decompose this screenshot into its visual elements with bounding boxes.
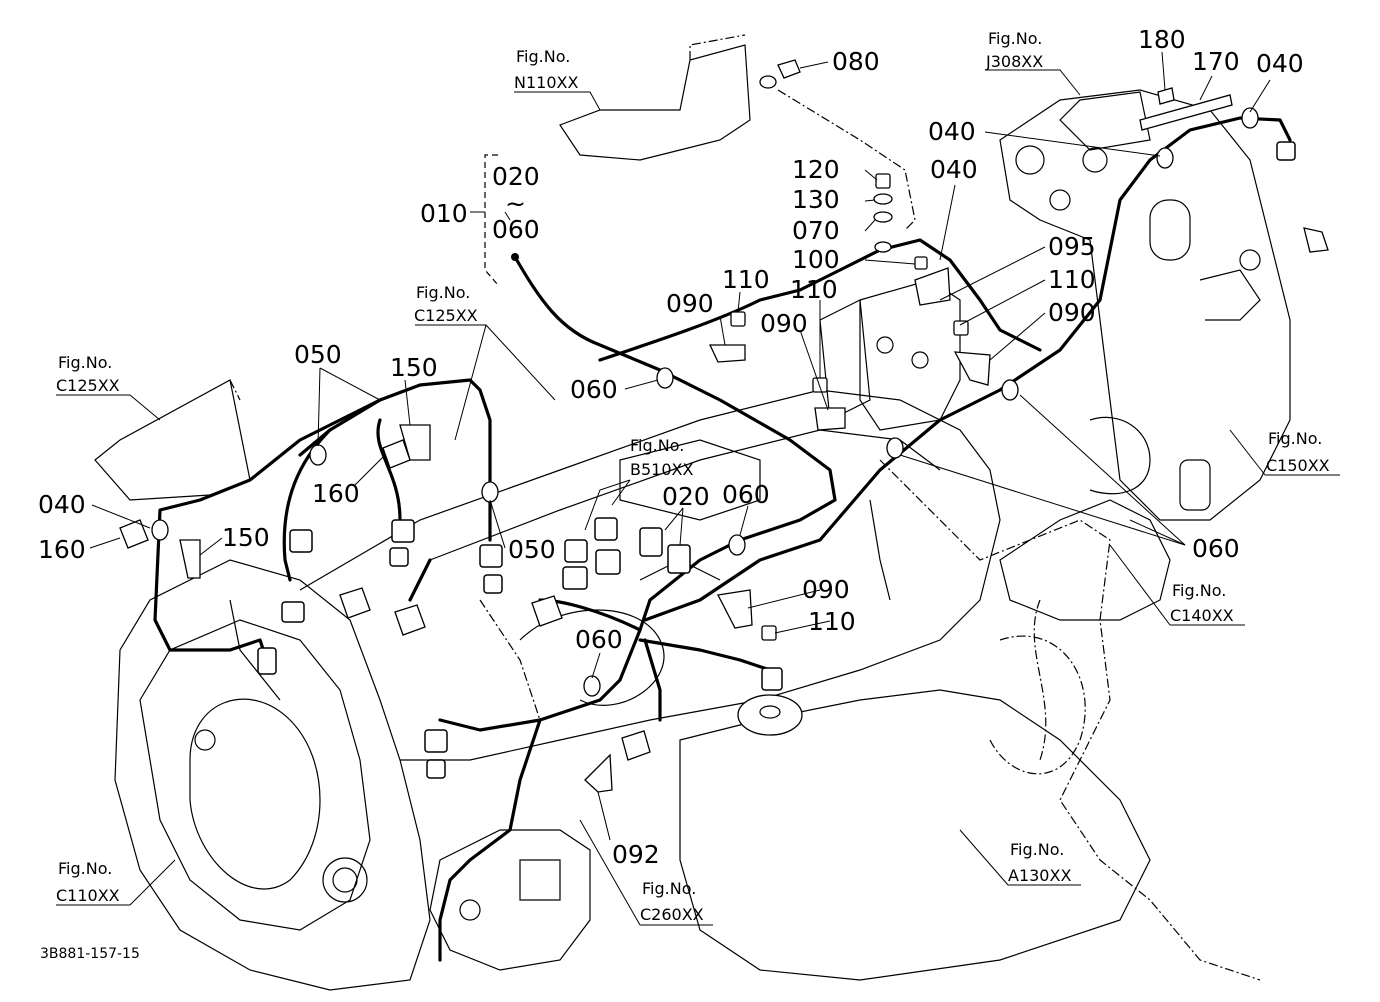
fig-ref-line1: Fig.No. (1172, 581, 1226, 600)
wiring-harness (153, 116, 1292, 962)
fig-ref-line1: Fig.No. (1268, 429, 1322, 448)
fig-ref-line2: B510XX (630, 460, 693, 479)
part-label: 060 (1192, 534, 1240, 563)
connectors (257, 141, 1296, 779)
fasteners (119, 59, 1329, 793)
part-label: 150 (390, 353, 438, 382)
part-label: 180 (1138, 25, 1186, 54)
fig-ref-line1: Fig.No. (516, 47, 570, 66)
fig-ref-line2: J308XX (985, 52, 1043, 71)
fig-ref-line1: Fig.No. (58, 353, 112, 372)
part-label: 092 (612, 840, 660, 869)
part-label: 160 (312, 479, 360, 508)
fig-ref-line1: Fig.No. (642, 879, 696, 898)
fig-ref-line2: N110XX (514, 73, 578, 92)
part-label: 060 (570, 375, 618, 404)
range-tilde: ~ (505, 189, 526, 218)
transmission-housing-drawing (94, 34, 1291, 991)
part-label: 040 (38, 490, 86, 519)
fig-ref-line2: C125XX (56, 376, 120, 395)
leader-lines (56, 51, 1340, 926)
part-label: 090 (760, 309, 808, 338)
part-label: 050 (508, 535, 556, 564)
part-label: 120 (792, 155, 840, 184)
part-label: 150 (222, 523, 270, 552)
part-label: 090 (666, 289, 714, 318)
part-label: 110 (808, 607, 856, 636)
part-label: 040 (928, 117, 976, 146)
part-label: 110 (1048, 265, 1096, 294)
part-label: 110 (722, 265, 770, 294)
part-label: 050 (294, 340, 342, 369)
part-callouts: 080 180 170 040 040 120 040 130 070 095 … (38, 25, 1304, 869)
part-label: 100 (792, 245, 840, 274)
part-label: 090 (1048, 298, 1096, 327)
part-label: 095 (1048, 232, 1096, 261)
part-label: 090 (802, 575, 850, 604)
fig-ref-line1: Fig.No. (630, 436, 684, 455)
part-label: 160 (38, 535, 86, 564)
range-to-label: 060 (492, 215, 540, 244)
fig-ref-line1: Fig.No. (1010, 840, 1064, 859)
fig-ref-line2: C140XX (1170, 606, 1234, 625)
fig-ref-line2: C110XX (56, 886, 120, 905)
fig-ref-line1: Fig.No. (416, 283, 470, 302)
part-label: 080 (832, 47, 880, 76)
part-label: 060 (722, 480, 770, 509)
fig-ref-line1: Fig.No. (988, 29, 1042, 48)
diagram-code: 3B881-157-15 (40, 946, 140, 962)
part-label: 040 (1256, 49, 1304, 78)
figure-references: Fig.No. N110XX Fig.No. J308XX Fig.No. C1… (56, 29, 1330, 924)
part-label: 020 (662, 482, 710, 511)
fig-ref-line2: A130XX (1008, 866, 1071, 885)
part-label: 070 (792, 216, 840, 245)
fig-ref-line1: Fig.No. (58, 859, 112, 878)
fig-ref-line2: C125XX (414, 306, 478, 325)
range-main-label: 010 (420, 199, 468, 228)
range-bracket: 010 020 ~ 060 (420, 162, 540, 244)
fig-ref-line2: C150XX (1266, 456, 1330, 475)
part-label: 170 (1192, 47, 1240, 76)
fig-ref-line2: C260XX (640, 905, 704, 924)
part-label: 130 (792, 185, 840, 214)
part-label: 110 (790, 275, 838, 304)
harness-start-dot (511, 253, 519, 261)
part-label: 040 (930, 155, 978, 184)
range-from-label: 020 (492, 162, 540, 191)
part-label: 060 (575, 625, 623, 654)
